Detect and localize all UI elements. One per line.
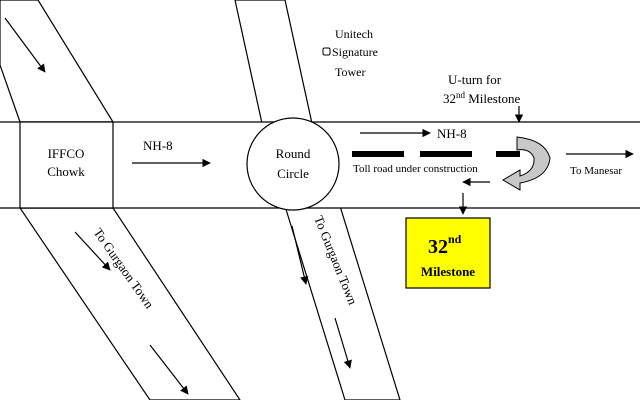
- toll-road-segment: [352, 151, 404, 157]
- toll-road-label: Toll road under construction: [353, 163, 478, 175]
- toll-road-segment: [496, 151, 520, 157]
- gurgaon-middle-arrow: [334, 317, 352, 369]
- milestone-number: 32nd: [428, 232, 462, 258]
- uturn-arrow-icon: [502, 136, 551, 191]
- nh8-right-label: NH-8: [437, 126, 467, 141]
- unitech-label-line3: Tower: [335, 65, 365, 79]
- gurgaon-middle-arrow: [291, 225, 309, 285]
- round-circle-label-line1: Round: [276, 146, 311, 161]
- road-bottom-left-gurgaon: [18, 207, 241, 400]
- tower-marker-icon: [322, 47, 331, 56]
- unitech-label-line1: Unitech: [335, 27, 373, 41]
- to-manesar-label: To Manesar: [570, 165, 622, 177]
- uturn-label-line2: 32nd Milestone: [443, 90, 520, 106]
- iffco-chowk-box: [19, 121, 114, 209]
- milestone-word: Milestone: [421, 264, 475, 279]
- gurgaon-left-arrow: [74, 231, 111, 271]
- unitech-label-line2: Signature: [332, 45, 378, 59]
- round-circle: [246, 117, 340, 211]
- gurgaon-left-arrow: [149, 344, 189, 395]
- iffco-label-line1: IFFCO: [48, 146, 85, 161]
- top-left-road-arrow: [4, 17, 46, 73]
- round-circle-label-line2: Circle: [277, 166, 309, 181]
- iffco-label-line2: Chowk: [47, 164, 85, 179]
- nh8-left-label: NH-8: [143, 138, 173, 153]
- uturn-label-line1: U-turn for: [448, 72, 502, 87]
- milestone-box: [405, 217, 491, 289]
- toll-road-segment: [420, 151, 472, 157]
- road-top-left: [0, 0, 115, 123]
- road-bottom-middle-gurgaon: [279, 189, 401, 400]
